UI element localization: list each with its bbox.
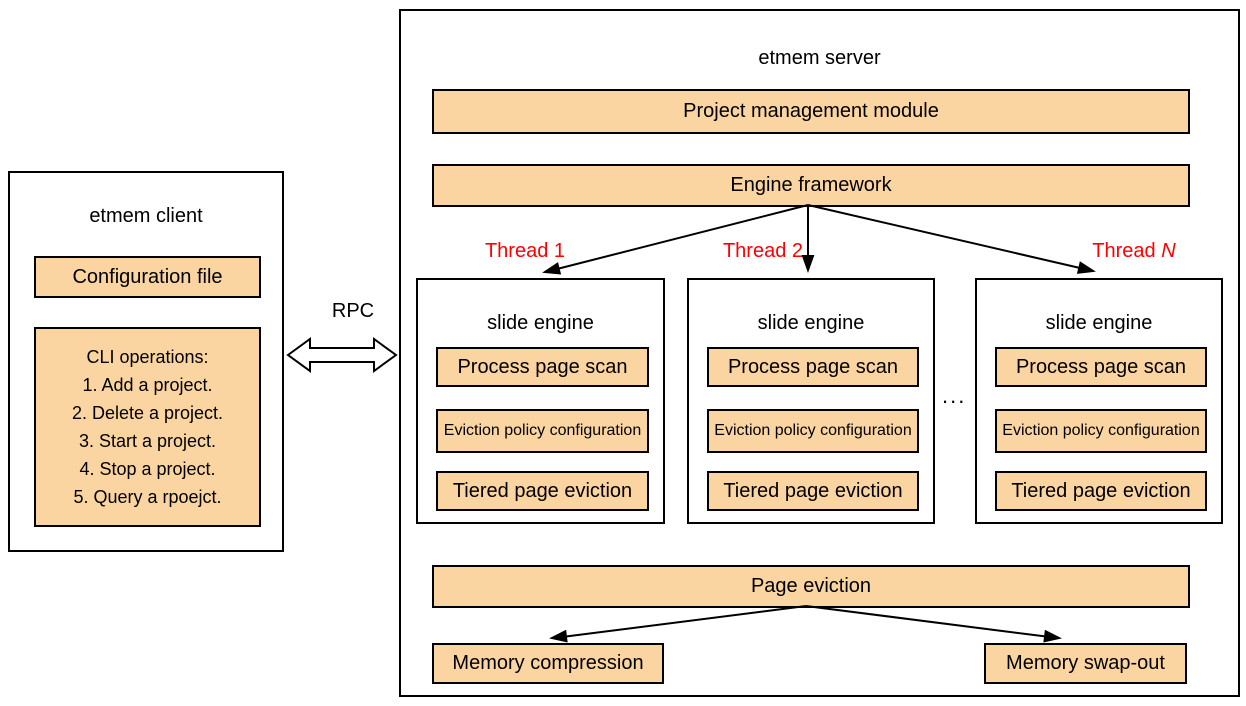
memory-compression-box: Memory compression <box>432 643 664 684</box>
server-title: etmem server <box>758 47 881 69</box>
slide-engine-box-1: slide engine Process page scan Eviction … <box>416 278 665 524</box>
etmem-client-box: etmem client Configuration file CLI oper… <box>8 171 284 552</box>
configuration-file-box: Configuration file <box>34 256 261 298</box>
memory-swap-out-box: Memory swap-out <box>984 643 1187 684</box>
page-eviction-bar: Page eviction <box>432 565 1190 608</box>
cli-item-2: 2. Delete a project. <box>71 403 224 423</box>
tiered-page-eviction-box-2: Tiered page eviction <box>707 471 919 511</box>
slide-engine-box-3: slide engine Process page scan Eviction … <box>975 278 1223 524</box>
project-management-module-bar: Project management module <box>432 89 1190 134</box>
more-engines-ellipsis: ... <box>942 383 967 408</box>
tiered-page-eviction-box-1: Tiered page eviction <box>436 471 649 511</box>
process-page-scan-box-2: Process page scan <box>707 347 919 387</box>
cli-item-3: 3. Start a project. <box>78 431 217 451</box>
etmem-server-box: etmem server Project management module E… <box>399 9 1240 697</box>
thread-n-number: N <box>1161 240 1176 262</box>
slide-engine-2-title: slide engine <box>757 312 865 334</box>
thread-2-number: 2 <box>791 240 804 262</box>
eviction-policy-configuration-box-3: Eviction policy configuration <box>995 409 1207 453</box>
client-title: etmem client <box>89 205 203 227</box>
process-page-scan-box-1: Process page scan <box>436 347 649 387</box>
thread-1-number: 1 <box>553 240 566 262</box>
slide-engine-3-title: slide engine <box>1045 312 1153 334</box>
tiered-page-eviction-box-3: Tiered page eviction <box>995 471 1207 511</box>
cli-operations-box: CLI operations: 1. Add a project. 2. Del… <box>34 327 261 527</box>
rpc-double-arrow <box>286 337 398 373</box>
thread-n-label: Thread N <box>1092 240 1175 263</box>
cli-item-1: 1. Add a project. <box>82 375 213 395</box>
engine-framework-bar: Engine framework <box>432 164 1190 207</box>
cli-header: CLI operations: <box>86 347 209 367</box>
slide-engine-box-2: slide engine Process page scan Eviction … <box>687 278 935 524</box>
thread-2-label: Thread 2 <box>723 240 803 263</box>
thread-n-prefix: Thread <box>1092 240 1156 262</box>
eviction-policy-configuration-box-2: Eviction policy configuration <box>707 409 919 453</box>
eviction-policy-configuration-box-1: Eviction policy configuration <box>436 409 649 453</box>
slide-engine-1-title: slide engine <box>487 312 594 334</box>
rpc-label: RPC <box>331 300 375 322</box>
cli-item-4: 4. Stop a project. <box>79 459 216 479</box>
thread-1-label: Thread 1 <box>485 240 565 263</box>
cli-operations-text: CLI operations: 1. Add a project. 2. Del… <box>36 343 259 511</box>
thread-2-prefix: Thread <box>722 240 787 262</box>
thread-1-prefix: Thread <box>484 240 549 262</box>
process-page-scan-box-3: Process page scan <box>995 347 1207 387</box>
cli-item-5: 5. Query a rpoejct. <box>73 487 222 507</box>
